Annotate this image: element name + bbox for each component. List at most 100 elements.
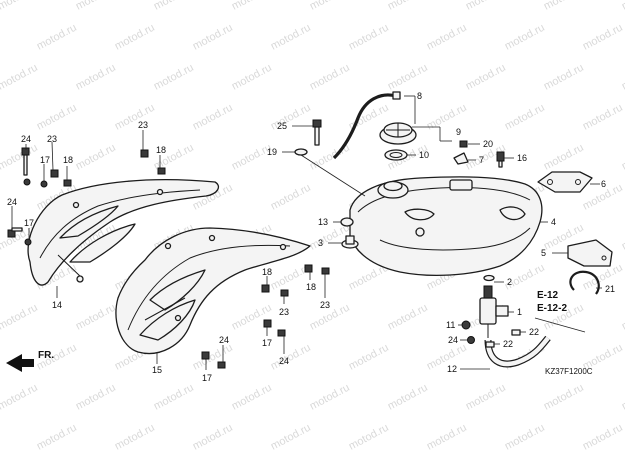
watermark-text: motod.ru	[542, 62, 586, 93]
watermark-text: motod.ru	[0, 262, 1, 293]
watermark-text: motod.ru	[191, 102, 235, 133]
watermark-text: motod.ru	[152, 382, 196, 413]
callout-24: 24	[219, 335, 229, 345]
watermark-text: motod.ru	[425, 422, 469, 453]
watermark-text: motod.ru	[503, 422, 547, 453]
cap-gasket-part-10[interactable]	[384, 149, 408, 161]
watermark-text: motod.ru	[386, 302, 430, 333]
watermark-text: motod.ru	[269, 422, 313, 453]
callout-23: 23	[138, 120, 148, 130]
callout-2: 2	[507, 277, 512, 287]
callout-24: 24	[279, 356, 289, 366]
watermark-text: motod.ru	[0, 142, 40, 173]
callout-22: 22	[503, 339, 513, 349]
hose-clip-part-21[interactable]	[569, 270, 600, 295]
bolt-part-20[interactable]	[459, 140, 468, 148]
watermark-text: motod.ru	[386, 382, 430, 413]
watermark-text: motod.ru	[308, 62, 352, 93]
bolt-part-25[interactable]	[312, 119, 322, 146]
callout-17: 17	[202, 373, 212, 383]
watermark-text: motod.ru	[269, 22, 313, 53]
watermark-text: motod.ru	[581, 22, 625, 53]
fuel-tank-part-4[interactable]	[349, 176, 543, 277]
left-shroud-part-14[interactable]	[27, 179, 220, 286]
callout-12: 12	[447, 364, 457, 374]
callout-5: 5	[541, 248, 546, 258]
front-direction-label: FR.	[38, 350, 54, 361]
watermark-text: motod.ru	[74, 0, 118, 13]
watermark-text: motod.ru	[581, 102, 625, 133]
watermark-text: motod.ru	[503, 102, 547, 133]
callout-18: 18	[156, 145, 166, 155]
watermark-text: motod.ru	[0, 22, 1, 53]
callout-9: 9	[456, 127, 461, 137]
bolt-part-16[interactable]	[496, 151, 505, 168]
watermark-text: motod.ru	[542, 382, 586, 413]
watermark-text: motod.ru	[0, 0, 40, 13]
callout-24: 24	[448, 335, 458, 345]
watermark-text: motod.ru	[113, 102, 157, 133]
callout-20: 20	[483, 139, 493, 149]
watermark-text: motod.ru	[230, 0, 274, 13]
watermark-text: motod.ru	[152, 0, 196, 13]
watermark-text: motod.ru	[620, 222, 625, 253]
tank-bracket-part-5[interactable]	[567, 239, 613, 267]
callout-10: 10	[419, 150, 429, 160]
right-shroud-part-15[interactable]	[115, 227, 311, 354]
watermark-text: motod.ru	[347, 342, 391, 373]
watermark-text: motod.ru	[113, 22, 157, 53]
watermark-text: motod.ru	[74, 142, 118, 173]
watermark-text: motod.ru	[620, 302, 625, 333]
reference-e12-2: E-12-2	[537, 303, 567, 314]
watermark-text: motod.ru	[620, 62, 625, 93]
callout-14: 14	[52, 300, 62, 310]
callout-13: 13	[318, 217, 328, 227]
watermark-text: motod.ru	[0, 342, 1, 373]
screw-part-11[interactable]	[461, 320, 471, 330]
callout-3: 3	[318, 238, 323, 248]
fuel-cap-part-8[interactable]	[332, 91, 417, 160]
callout-labels: 24 23 17 18 23 18 24 17 14 15 18 23 17 2…	[7, 91, 615, 383]
callout-24: 24	[21, 134, 31, 144]
watermark-text: motod.ru	[425, 22, 469, 53]
watermark-text: motod.ru	[620, 142, 625, 173]
callout-16: 16	[517, 153, 527, 163]
watermark-text: motod.ru	[308, 0, 352, 13]
watermark-text: motod.ru	[0, 382, 40, 413]
watermark-text: motod.ru	[74, 62, 118, 93]
callout-17: 17	[24, 218, 34, 228]
watermark-text: motod.ru	[0, 62, 40, 93]
callout-17: 17	[262, 338, 272, 348]
watermark-text: motod.ru	[0, 102, 1, 133]
tank-bracket-part-6[interactable]	[537, 171, 593, 193]
callout-8: 8	[417, 91, 422, 101]
watermark-text: motod.ru	[308, 382, 352, 413]
watermark-text: motod.ru	[35, 422, 79, 453]
screw-part-24-valve[interactable]	[467, 336, 475, 344]
callout-25: 25	[277, 121, 287, 131]
watermark-text: motod.ru	[191, 422, 235, 453]
callout-11: 11	[446, 320, 455, 330]
watermark-text: motod.ru	[74, 382, 118, 413]
callout-15: 15	[152, 365, 162, 375]
watermark-text: motod.ru	[464, 62, 508, 93]
watermark-text: motod.ru	[191, 342, 235, 373]
hose-clip-part-22[interactable]	[485, 329, 521, 348]
gasket-part-2[interactable]	[483, 274, 495, 282]
callout-19: 19	[267, 147, 277, 157]
watermark-text: motod.ru	[269, 102, 313, 133]
watermark-text: motod.ru	[35, 22, 79, 53]
watermark-text: motod.ru	[386, 62, 430, 93]
fuel-tube-part-12[interactable]	[484, 335, 551, 368]
leader-lines	[11, 95, 602, 370]
watermark-text: motod.ru	[347, 422, 391, 453]
washer-part-19[interactable]	[294, 148, 308, 156]
fuel-valve-part-1[interactable]	[479, 285, 509, 338]
shroud-fasteners[interactable]	[7, 147, 330, 369]
callout-18: 18	[306, 282, 316, 292]
grommet-part-3[interactable]	[341, 235, 359, 249]
watermark-text: motod.ru	[230, 382, 274, 413]
cushion-part-13[interactable]	[340, 217, 354, 227]
clip-part-7[interactable]	[453, 152, 469, 165]
